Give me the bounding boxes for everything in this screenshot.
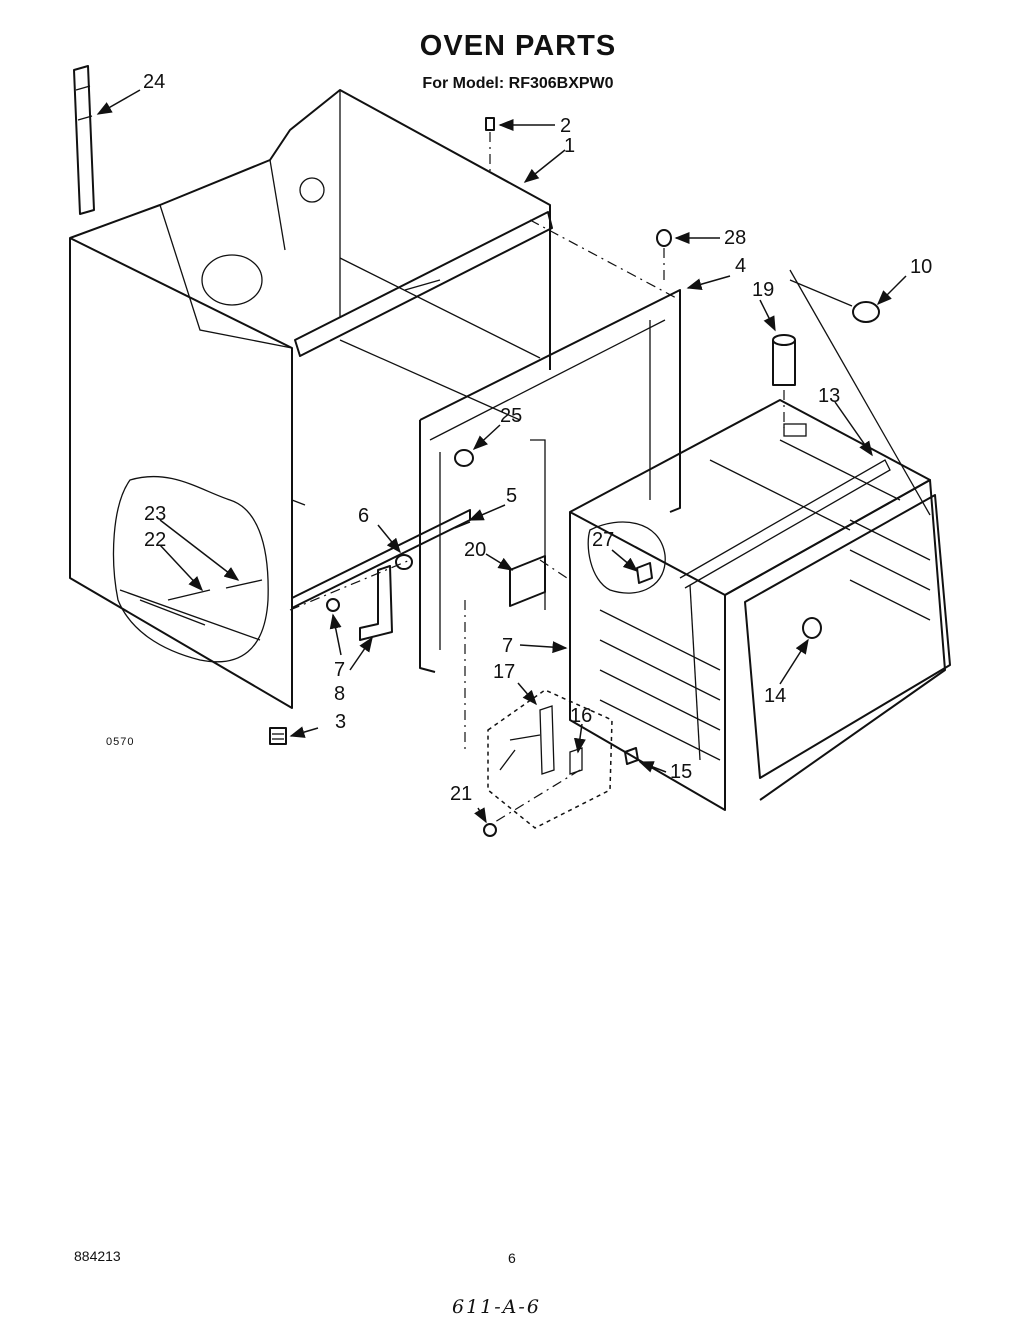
part-4-front-frame bbox=[419, 289, 681, 673]
part-28-cap bbox=[656, 229, 672, 280]
callout-21: 21 bbox=[450, 783, 472, 805]
callout-20: 15 bbox=[670, 761, 692, 783]
callout-16: 19 bbox=[752, 279, 774, 301]
part-24-side-trim bbox=[73, 65, 95, 215]
part-8-bracket bbox=[359, 565, 393, 641]
part-25-grommet bbox=[454, 449, 474, 467]
callout-4: 4 bbox=[735, 255, 746, 277]
page-number: 6 bbox=[508, 1250, 516, 1266]
callout-17: 16 bbox=[570, 705, 592, 727]
part-20-screw bbox=[624, 747, 639, 765]
part-15-bracket bbox=[509, 555, 546, 607]
callout-9: 7 bbox=[502, 635, 513, 657]
callout-22: 22 bbox=[144, 529, 166, 551]
part-21-clip bbox=[483, 823, 497, 837]
part-27-latch bbox=[636, 562, 653, 584]
part-2-screw bbox=[485, 117, 495, 175]
callout-14: 14 bbox=[764, 685, 786, 707]
document-number: 884213 bbox=[74, 1248, 121, 1264]
callout-15: 20 bbox=[464, 539, 486, 561]
part-16-vent-tube bbox=[772, 334, 796, 428]
page-title: OVEN PARTS bbox=[419, 30, 617, 62]
part-19-hinge-assembly bbox=[487, 689, 613, 829]
part-3-leveling-leg bbox=[269, 727, 287, 745]
callout-2: 2 bbox=[560, 115, 571, 137]
callout-10: 10 bbox=[910, 256, 932, 278]
part-6-bushing bbox=[395, 554, 413, 570]
callout-5: 5 bbox=[506, 485, 517, 507]
part-13-gasket bbox=[679, 459, 891, 589]
callout-7: 7 bbox=[334, 659, 345, 681]
part-7-washer bbox=[326, 598, 340, 612]
callout-3: 3 bbox=[335, 711, 346, 733]
callout-24: 24 bbox=[143, 71, 165, 93]
callout-19: 17 bbox=[493, 661, 515, 683]
handwritten-note: 611-A-6 bbox=[452, 1296, 541, 1318]
diagram-code: 0570 bbox=[106, 736, 135, 748]
callout-23: 23 bbox=[144, 503, 166, 525]
callout-13: 13 bbox=[818, 385, 840, 407]
part-22-23-springs bbox=[167, 579, 263, 601]
part-14-light-lens bbox=[802, 617, 822, 639]
callout-1: 1 bbox=[564, 135, 575, 157]
callout-27: 27 bbox=[592, 529, 614, 551]
model-subtitle: For Model: RF306BXPW0 bbox=[422, 75, 614, 92]
callout-6: 6 bbox=[358, 505, 369, 527]
callout-8: 8 bbox=[334, 683, 345, 705]
callout-28: 28 bbox=[724, 227, 746, 249]
part-1-cabinet-body bbox=[69, 89, 553, 709]
part-10-plug bbox=[852, 301, 880, 323]
callout-25: 25 bbox=[500, 405, 522, 427]
part-5-pin bbox=[454, 521, 471, 529]
part-9-oven-liner bbox=[569, 399, 951, 811]
